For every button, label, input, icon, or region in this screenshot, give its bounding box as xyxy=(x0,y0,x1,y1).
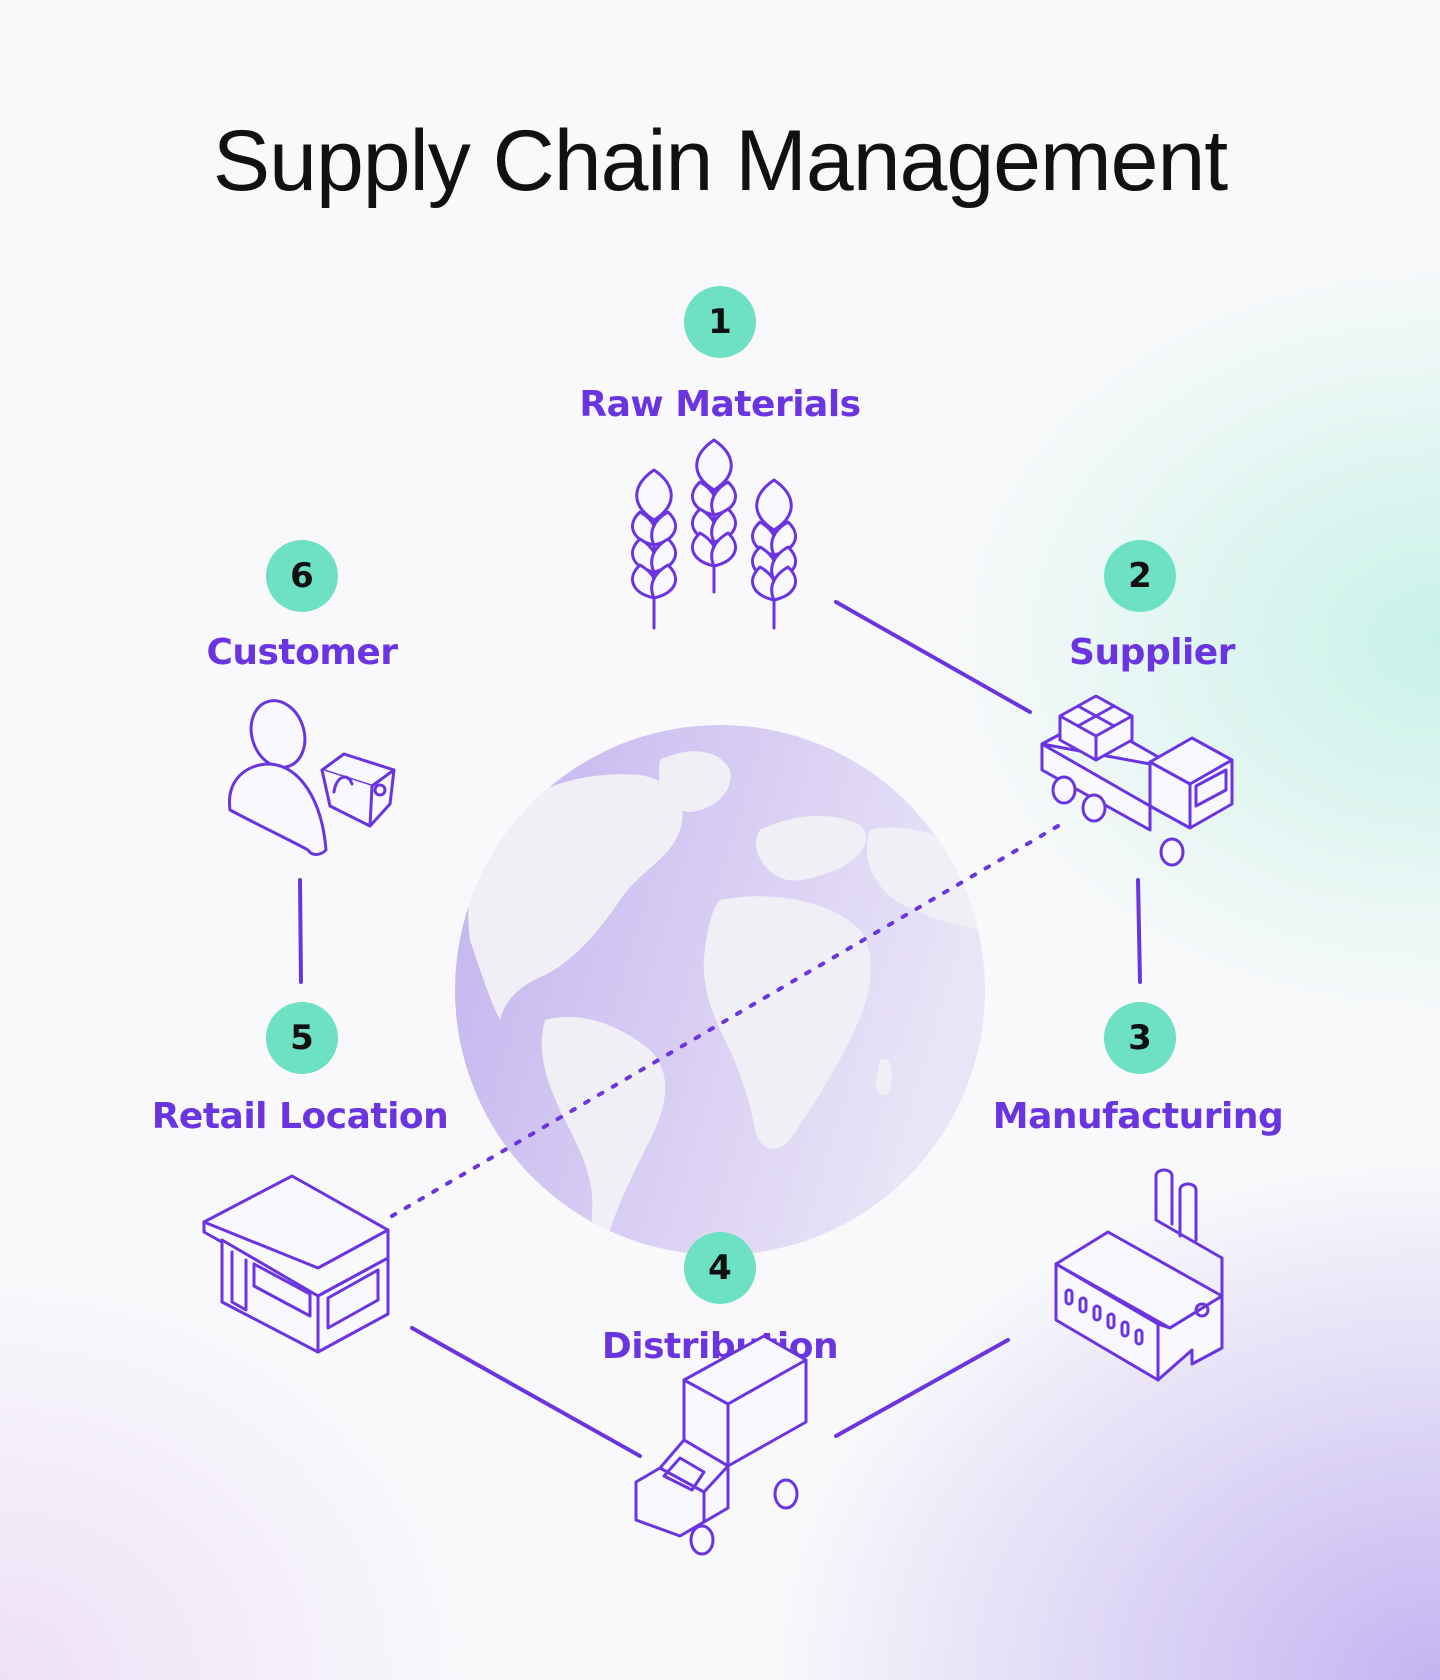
step-4-label: Distribution xyxy=(601,1326,839,1367)
step-6-label: Customer xyxy=(206,632,398,673)
step-5-label: Retail Location xyxy=(151,1096,449,1137)
connector-lines xyxy=(298,600,1142,1458)
step-1-badge: 1 xyxy=(684,286,756,358)
step-4-badge: 4 xyxy=(684,1232,756,1304)
step-6-badge: 6 xyxy=(266,540,338,612)
dotted-route-line xyxy=(390,824,1060,1218)
step-5-badge: 5 xyxy=(266,1002,338,1074)
step-2-label: Supplier xyxy=(1069,632,1235,673)
step-3-label: Manufacturing xyxy=(992,1096,1284,1137)
step-3-badge: 3 xyxy=(1104,1002,1176,1074)
step-2-badge: 2 xyxy=(1104,540,1176,612)
globe-icon xyxy=(455,725,985,1255)
step-1-label: Raw Materials xyxy=(579,384,861,425)
page-title: Supply Chain Management xyxy=(212,113,1228,209)
